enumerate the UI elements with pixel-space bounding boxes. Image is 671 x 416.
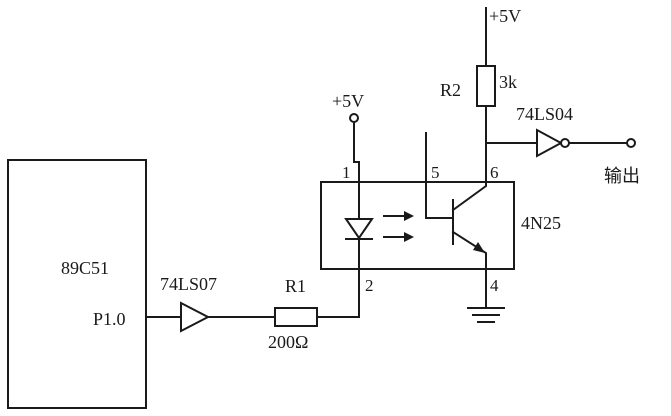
buffer-label: 74LS07 (160, 274, 217, 294)
inverter-bubble (560, 138, 570, 148)
pin2-number: 2 (365, 276, 374, 295)
inverter-label: 74LS04 (516, 104, 573, 124)
transistor-emitter (451, 230, 487, 270)
optocoupler-package (320, 181, 515, 270)
pin5-number: 5 (431, 163, 440, 182)
vcc-top-label: +5V (489, 6, 521, 26)
mcu-pin-label: P1.0 (93, 309, 126, 329)
light-arrow-upper-head-icon (404, 211, 414, 221)
r2-label: R2 (440, 80, 461, 100)
wire-r1-to-pin2 (316, 268, 360, 318)
output-terminal (626, 138, 636, 148)
r1-label: R1 (285, 276, 306, 296)
pin1-number: 1 (342, 163, 351, 182)
inverter-gate (536, 128, 564, 158)
output-label: 输出 (604, 166, 640, 187)
r1-value: 200Ω (268, 332, 308, 352)
r2-value: 3k (499, 72, 517, 92)
vcc-led-terminal (349, 113, 359, 123)
resistor-r1 (274, 307, 318, 327)
base-lead (425, 132, 453, 219)
wire-vcc-to-pin1 (353, 121, 360, 183)
pin4-number: 4 (490, 276, 499, 295)
light-arrow-lower-head-icon (404, 232, 414, 242)
mcu-label: 89C51 (61, 258, 109, 278)
emitter-arrow-icon (473, 242, 485, 253)
vcc-led-label: +5V (332, 91, 364, 111)
optocoupler-label: 4N25 (521, 213, 561, 233)
pin6-number: 6 (490, 163, 499, 182)
mcu-block (7, 159, 147, 409)
transistor-collector (451, 181, 487, 212)
buffer-gate (180, 301, 211, 333)
resistor-r2 (476, 65, 496, 107)
led-diode-icon (344, 218, 374, 240)
